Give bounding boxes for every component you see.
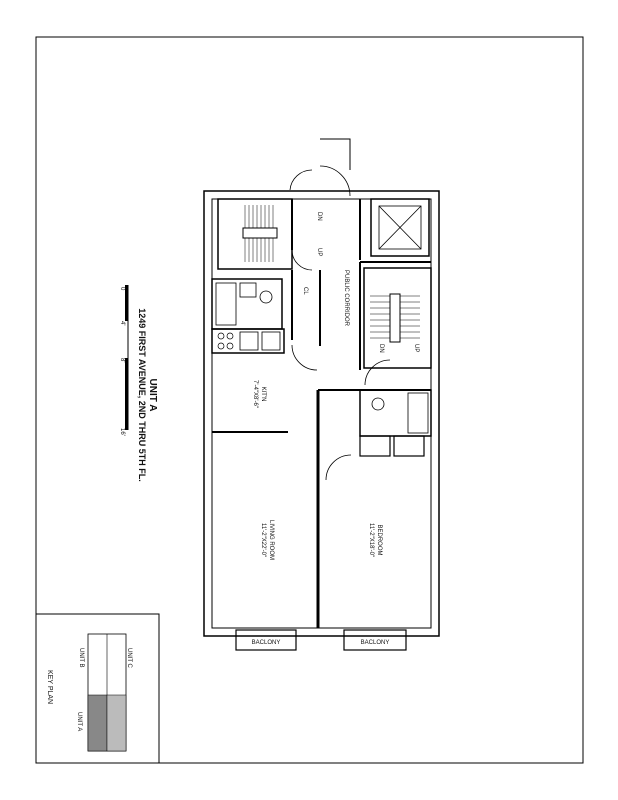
key-plan-unit-c: UNIT C <box>126 648 132 669</box>
scale-tick-8: 8' <box>119 358 125 362</box>
kitchen-name: KIT'N <box>260 387 266 402</box>
balcony-left-label: BACLONY <box>252 640 281 646</box>
living-room-dims: 11'-2"X22'-0" <box>260 523 266 557</box>
title-block: UNIT A 1249 FIRST AVENUE, 2ND THRU 5TH F… <box>137 308 158 482</box>
stair-1 <box>242 205 278 262</box>
scale-tick-16: 16' <box>119 428 125 436</box>
address-title: 1249 FIRST AVENUE, 2ND THRU 5TH FL. <box>137 308 147 482</box>
stair-2-up-label: UP <box>413 344 419 352</box>
living-room-name: LIVING ROOM <box>268 520 274 560</box>
bedroom-name: BEDROOM <box>376 524 382 555</box>
closet-label: CL <box>302 287 308 295</box>
key-plan-unit-b: UNIT B <box>78 648 84 668</box>
key-plan: KEY PLAN UNIT A UNIT B UNIT C <box>35 613 160 764</box>
stair-2-dn-label: DN <box>378 344 384 353</box>
sheet-border <box>35 36 584 764</box>
stair-1-dn-label: DN <box>316 212 322 221</box>
scale-bar: 0 4' 8' 16' <box>119 285 129 436</box>
stair-2 <box>370 293 420 343</box>
key-plan-title: KEY PLAN <box>46 670 53 704</box>
public-corridor-label: PUBLIC CORRIDOR <box>343 270 349 327</box>
stair-1-up-label: UP <box>316 248 322 256</box>
balcony-right-label: BACLONY <box>361 640 390 646</box>
kitchen-dims: 7'-4"X8'-6" <box>252 380 258 408</box>
plan-walls <box>203 138 440 651</box>
key-plan-unit-a: UNIT A <box>76 712 82 731</box>
unit-title: UNIT A <box>147 379 158 412</box>
scale-tick-4: 4' <box>119 321 125 325</box>
scale-tick-0: 0 <box>119 287 125 291</box>
bedroom-dims: 11'-2"X18'-0" <box>368 523 374 557</box>
